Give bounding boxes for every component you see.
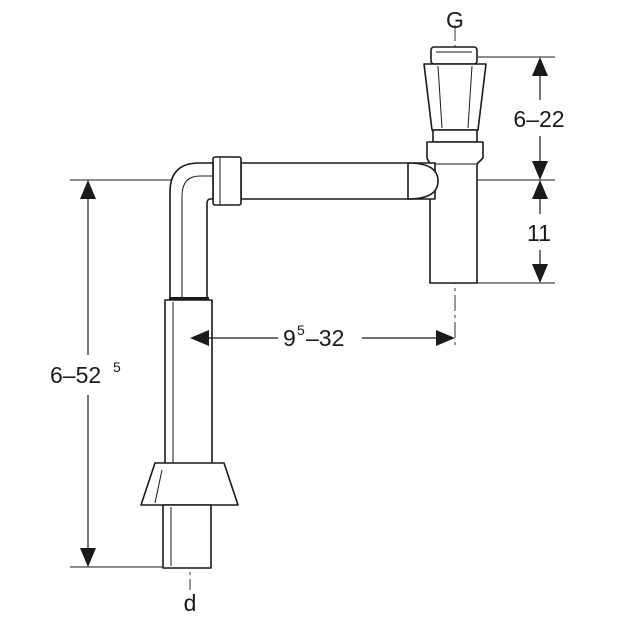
label-vertical-sup: 5 xyxy=(113,359,121,375)
label-horizontal-sup: 5 xyxy=(297,322,305,338)
rosette xyxy=(140,462,239,506)
label-horizontal-tail: –32 xyxy=(306,325,344,351)
label-horizontal-main: 9 xyxy=(283,325,296,351)
label-vertical-main: 6–52 xyxy=(50,362,101,388)
label-d: d xyxy=(184,590,197,616)
elbow-pipe xyxy=(164,162,214,469)
extension-lines xyxy=(70,56,555,568)
label-trap-depth: 11 xyxy=(527,220,551,246)
bottle-trap xyxy=(423,46,487,284)
horizontal-arm xyxy=(212,156,439,206)
dimension-valve-height xyxy=(532,57,548,180)
dimension-trap-depth xyxy=(532,180,548,283)
label-valve-height: 6–22 xyxy=(513,106,564,132)
dimension-vertical xyxy=(80,180,96,567)
dimension-horizontal xyxy=(190,330,455,346)
label-g: G xyxy=(446,7,464,33)
outlet-pipe xyxy=(162,504,212,569)
